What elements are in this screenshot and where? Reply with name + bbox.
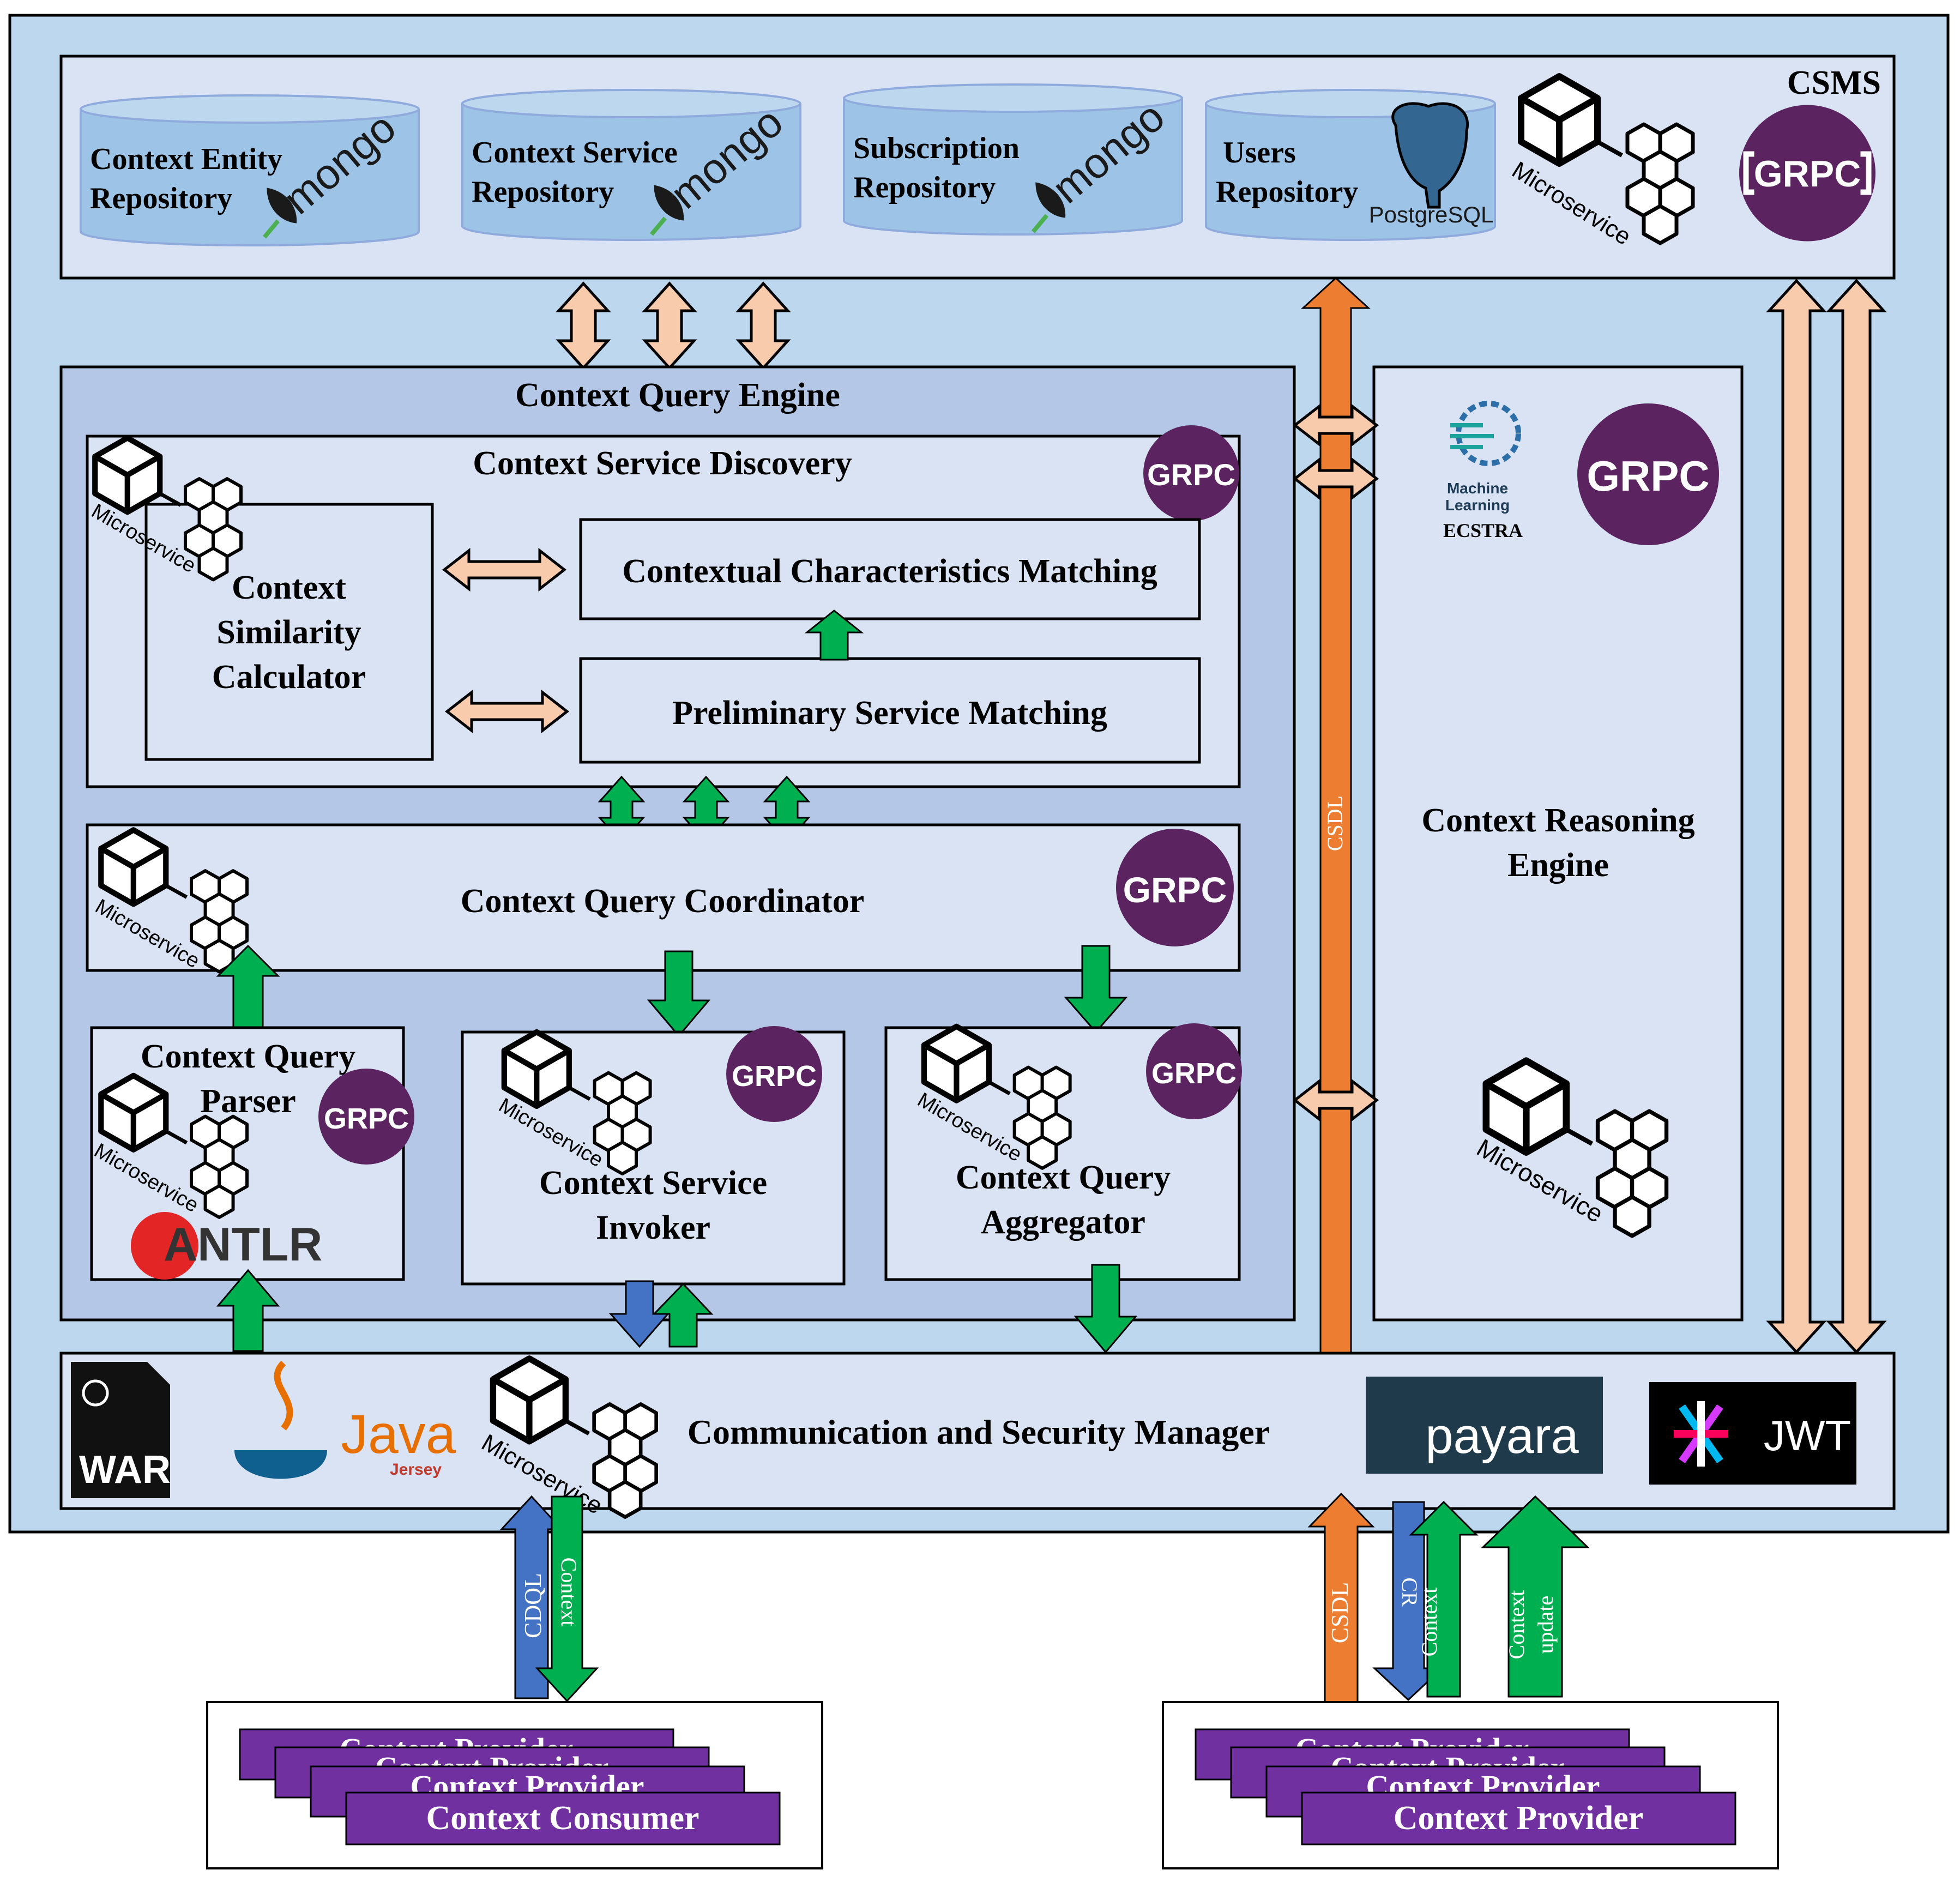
repo-line2: Repository xyxy=(90,182,232,215)
contextual-label: Contextual Characteristics Matching xyxy=(622,553,1157,590)
grpc-label: GRPC xyxy=(732,1060,817,1093)
grpc-icon xyxy=(318,1069,414,1165)
similarity-line3: Calculator xyxy=(212,659,366,696)
grpc-label: GRPC xyxy=(1147,457,1235,492)
context-provider-label: Context Provider xyxy=(1394,1800,1644,1837)
grpc-label: GRPC xyxy=(324,1102,409,1135)
grpc-label: GRPC xyxy=(1754,153,1861,195)
cr-label: CR xyxy=(1397,1577,1422,1607)
csdl-label: CSDL xyxy=(1323,795,1347,851)
jwt-label: JWT xyxy=(1764,1412,1851,1459)
coordinator-title: Context Query Coordinator xyxy=(461,883,864,920)
invoker-line1: Context Service xyxy=(539,1165,767,1202)
ml-label-line1: Machine xyxy=(1447,480,1508,497)
aggregator-line1: Context Query xyxy=(956,1159,1171,1196)
context-consumer-label: Context Consumer xyxy=(426,1800,699,1837)
context-label: Context xyxy=(557,1558,581,1627)
green-up-arrow xyxy=(804,610,864,661)
context-up-label: Context xyxy=(1417,1588,1442,1657)
repo-line2: Repository xyxy=(472,175,614,209)
context-down-arrow xyxy=(535,1495,599,1703)
repo-line1: Context Entity xyxy=(90,142,282,176)
repo-line1: Context Service xyxy=(472,136,678,170)
engine-reasoning-arrows xyxy=(1292,403,1379,1123)
contextual-characteristics-matching xyxy=(579,518,1201,620)
grpc-icon xyxy=(726,1026,822,1122)
csdl-bottom-arrow xyxy=(1307,1492,1375,1703)
java-cup-icon xyxy=(234,1360,327,1479)
csdl-bottom-label: CSDL xyxy=(1326,1582,1353,1643)
reasoning-line2: Engine xyxy=(1507,847,1609,884)
antlr-label: ANTLR xyxy=(164,1219,322,1271)
repository-users: Users Repository PostgreSQL xyxy=(1205,89,1496,241)
similarity-line1: Context xyxy=(232,569,346,606)
parser-line1: Context Query xyxy=(141,1038,355,1075)
repo-engine-arrows xyxy=(556,281,791,370)
machine-learning-icon xyxy=(1450,401,1521,466)
context-query-coordinator xyxy=(86,823,1241,972)
payara-logo-icon xyxy=(1366,1377,1603,1474)
parser-line2: Parser xyxy=(200,1083,296,1120)
repository-context-entity: Context Entity Repository mongo xyxy=(80,94,420,246)
grpc-label: GRPC xyxy=(1587,452,1709,500)
cqe-title: Context Query Engine xyxy=(515,377,840,414)
repository-context-service: Context Service Repository mongo xyxy=(461,89,801,241)
csms-title: CSMS xyxy=(1787,64,1881,101)
repo-line2: Repository xyxy=(853,171,996,204)
repo-line1: Subscription xyxy=(853,131,1020,165)
similarity-arrows xyxy=(442,547,570,734)
payara-label: payara xyxy=(1425,1408,1579,1464)
jersey-label: Jersey xyxy=(390,1461,442,1479)
postgresql-elephant-icon xyxy=(1391,102,1469,209)
antlr-logo-icon xyxy=(131,1212,198,1280)
repository-subscription: Subscription Repository mongo xyxy=(843,83,1183,236)
java-label: Java xyxy=(341,1404,456,1465)
invoker-down-arrow xyxy=(608,1280,670,1348)
ml-label-line2: Learning xyxy=(1445,497,1510,514)
jwt-star-icon xyxy=(1674,1401,1728,1467)
grpc-icon xyxy=(1116,829,1234,946)
grpc-label: GRPC xyxy=(1123,870,1227,910)
context-update-line2: update xyxy=(1533,1596,1558,1654)
invoker-line2: Invoker xyxy=(596,1209,710,1246)
context-up-arrow xyxy=(1409,1500,1479,1698)
discovery-title: Context Service Discovery xyxy=(473,445,852,482)
context-update-line1: Context xyxy=(1504,1590,1529,1660)
grpc-icon xyxy=(1146,1023,1242,1119)
postgresql-logo-text: PostgreSQL xyxy=(1369,202,1494,227)
grpc-label: GRPC xyxy=(1151,1057,1237,1090)
repo-line2: Repository xyxy=(1216,175,1358,209)
csdl-vertical-arrow xyxy=(1301,276,1371,1356)
reasoning-line1: Context Reasoning xyxy=(1421,802,1694,839)
aggregator-down-arrow xyxy=(1074,1264,1138,1354)
parser-input-arrow xyxy=(216,1269,280,1352)
ecstra-label: ECSTRA xyxy=(1443,520,1523,541)
coordinator-arrows xyxy=(216,944,1128,1037)
war-file-icon xyxy=(71,1362,170,1498)
grpc-icon xyxy=(1143,425,1239,521)
comm-title: Communication and Security Manager xyxy=(687,1413,1270,1451)
aggregator-line2: Aggregator xyxy=(981,1204,1145,1241)
cdql-label: CDQL xyxy=(520,1573,546,1638)
repo-line1: Users xyxy=(1223,136,1296,170)
invoker-up-arrow xyxy=(652,1282,714,1348)
similarity-line2: Similarity xyxy=(216,614,361,651)
context-update-arrow xyxy=(1481,1495,1590,1698)
grpc-icon xyxy=(1577,403,1719,545)
consumer-stack: Context Provider Context Provider Contex… xyxy=(239,1728,781,1845)
preliminary-label: Preliminary Service Matching xyxy=(672,695,1107,732)
preliminary-service-matching xyxy=(579,657,1201,764)
provider-stack: Context Provider Context Provider Contex… xyxy=(1195,1728,1736,1845)
war-label: WAR xyxy=(79,1448,171,1492)
